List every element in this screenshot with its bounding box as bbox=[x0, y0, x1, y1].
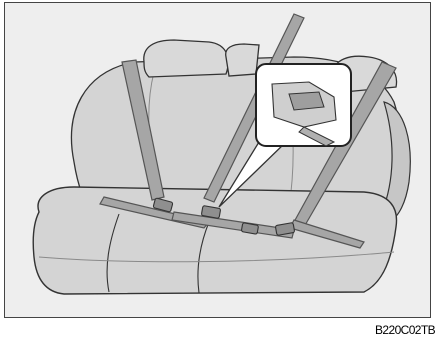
headrest-center bbox=[226, 44, 259, 76]
inset-latch bbox=[289, 92, 324, 110]
figure-code: B220C02TB bbox=[375, 323, 435, 337]
rear-seat-illustration bbox=[4, 2, 431, 318]
headrest-left bbox=[144, 40, 228, 77]
